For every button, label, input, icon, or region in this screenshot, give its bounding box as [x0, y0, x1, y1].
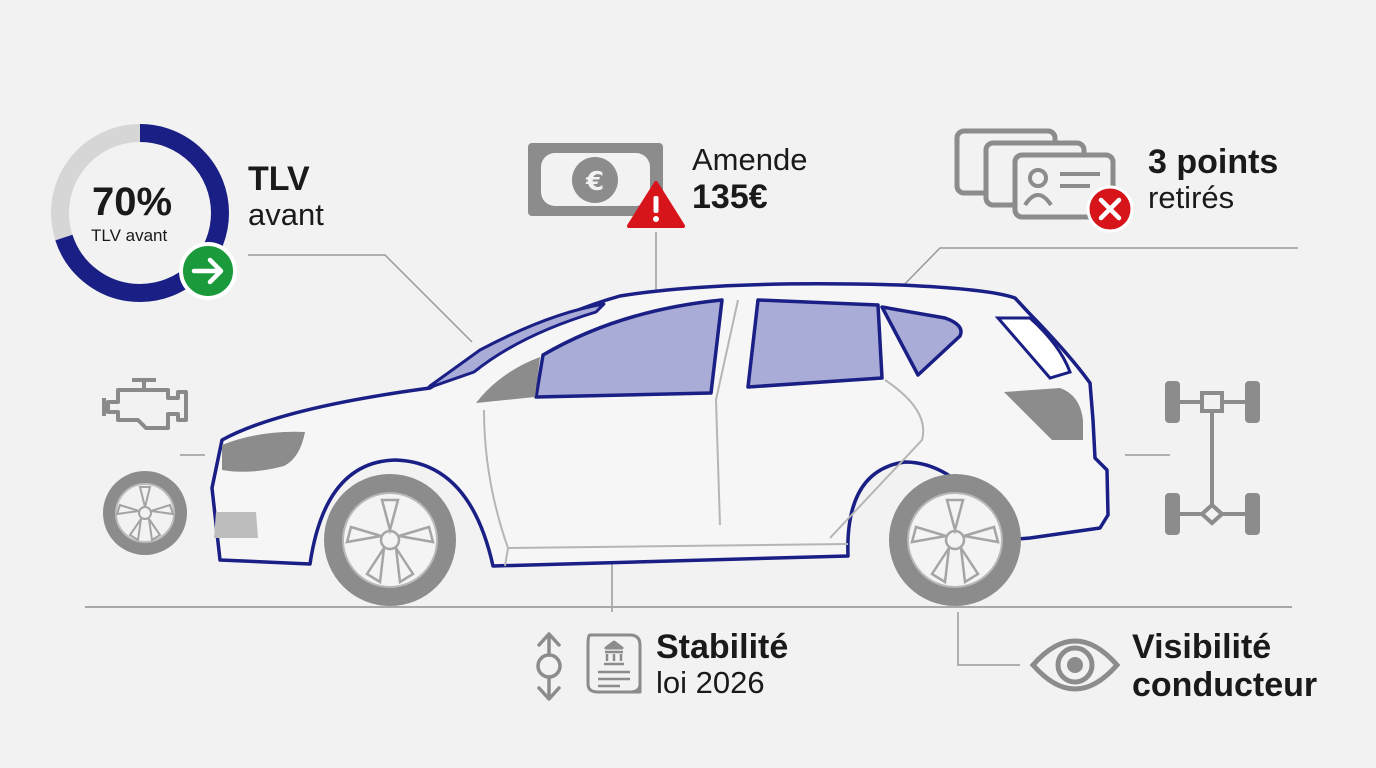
arrow-right-icon	[179, 242, 237, 300]
wheel-icon	[103, 471, 187, 555]
tlv-subtitle: avant	[248, 197, 324, 233]
amende-amount: 135€	[692, 177, 768, 216]
car-headlight	[222, 431, 305, 472]
engine-icon	[102, 378, 188, 430]
law-document-icon	[586, 633, 642, 694]
car-taillight	[1004, 388, 1083, 440]
stabilite-subtitle: loi 2026	[656, 665, 765, 701]
car-wheel-front	[324, 474, 456, 606]
gauge-percent-label: 70%	[92, 180, 173, 224]
gauge-icon	[51, 124, 237, 302]
visibilite-subtitle: conducteur	[1132, 666, 1318, 705]
car-rear-glass	[994, 316, 1072, 380]
tlv-label: TLV avant	[248, 160, 324, 233]
gauge-fill	[51, 124, 229, 302]
car-fog-light	[214, 512, 258, 538]
warning-icon	[627, 181, 685, 228]
points-subtitle: retirés	[1148, 180, 1235, 216]
tlv-title: TLV	[248, 160, 310, 198]
banknote-euro-icon: €	[528, 143, 663, 216]
visibilite-label: Visibilité conducteur	[1132, 628, 1317, 704]
car-wheel-rear	[889, 474, 1021, 606]
chassis-icon	[1165, 381, 1260, 535]
points-title: 3 points	[1148, 143, 1279, 181]
visibilite-title: Visibilité	[1132, 628, 1272, 666]
stability-arrows-icon	[536, 632, 562, 701]
car-mirror-trim	[476, 357, 540, 403]
car-window-front	[534, 298, 724, 399]
amende-title: Amende	[692, 142, 808, 177]
leader-tlv	[248, 254, 473, 343]
amende-label: Amende 135€	[692, 142, 808, 216]
leader-visibilite	[957, 612, 1020, 666]
car-window-rear	[746, 298, 884, 389]
car-window-quarter	[880, 305, 963, 377]
car-body-lines	[483, 299, 925, 567]
cross-icon	[1086, 185, 1134, 233]
stabilite-title: Stabilité	[656, 628, 789, 666]
stabilite-label: Stabilité loi 2026	[656, 628, 788, 701]
eye-icon	[1029, 638, 1121, 692]
car-illustration	[210, 282, 1110, 606]
points-label: 3 points retirés	[1148, 143, 1278, 216]
svg-text:€: €	[585, 167, 604, 197]
car-windshield	[426, 302, 606, 390]
gauge-sub-label: TLV avant	[91, 226, 168, 245]
